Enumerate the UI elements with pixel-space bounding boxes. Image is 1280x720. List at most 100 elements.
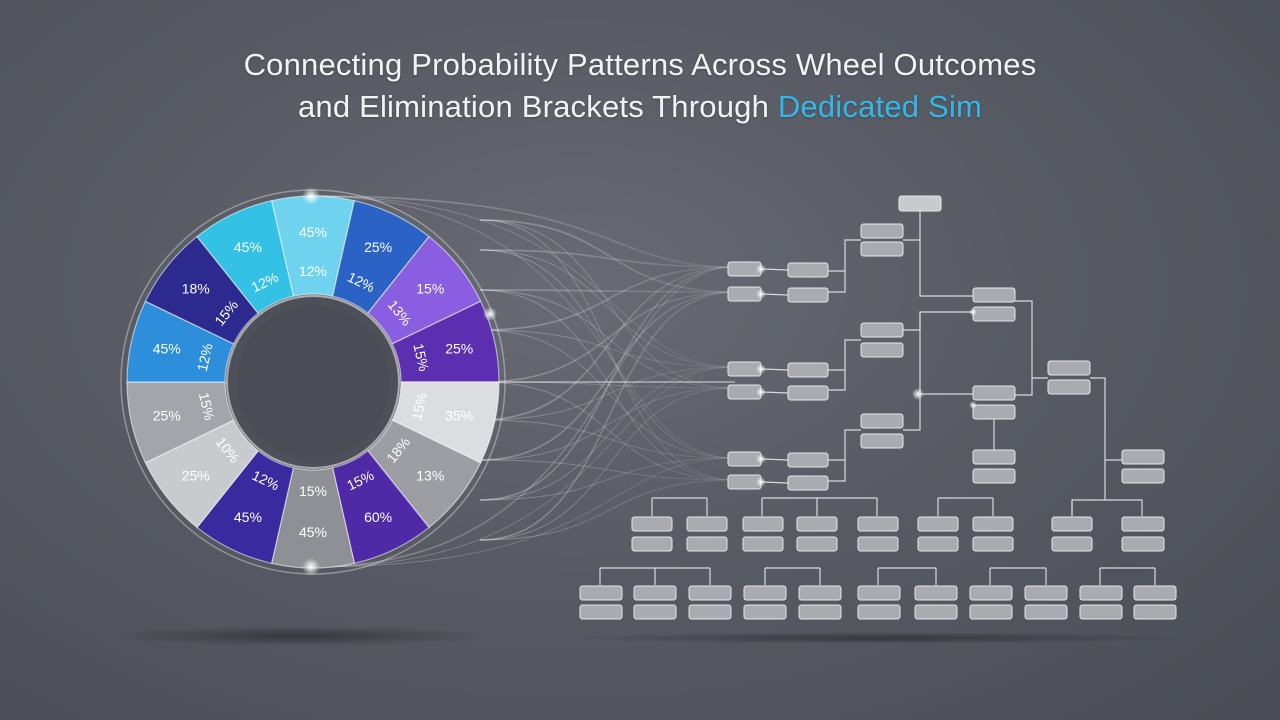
bracket-node <box>743 604 787 620</box>
bracket-node <box>972 404 1016 420</box>
flow-stream <box>479 291 736 461</box>
bracket-glow <box>756 454 766 464</box>
bracket-connector <box>828 239 861 272</box>
bracket-node <box>686 516 728 532</box>
bracket-node <box>972 287 1016 303</box>
wheel-segment <box>196 199 295 315</box>
flow-stream <box>310 195 736 368</box>
wheel-floor-shadow <box>110 626 490 646</box>
bracket-connector <box>828 370 846 391</box>
title-accent-text: Dedicated Sim <box>777 89 983 124</box>
flow-stream <box>479 366 736 501</box>
bracket-node <box>972 468 1016 484</box>
bracket-node <box>796 516 838 532</box>
flow-stream <box>310 457 736 568</box>
bracket-node <box>860 322 904 338</box>
flow-stream <box>479 387 736 461</box>
bracket-connector <box>1015 300 1048 379</box>
segment-outer-label: 13% <box>416 468 444 484</box>
elimination-bracket <box>579 195 1177 620</box>
bracket-connector <box>903 393 973 431</box>
bracket-connector <box>1090 377 1122 461</box>
flow-stream <box>479 266 736 421</box>
bracket-glow <box>756 289 766 299</box>
bracket-node <box>857 516 899 532</box>
bracket-connector <box>1071 460 1106 516</box>
bracket-node <box>1047 379 1091 395</box>
bracket-node <box>798 604 842 620</box>
diagram-title: Connecting Probability Patterns Across W… <box>0 44 1280 128</box>
bracket-node <box>860 413 904 429</box>
bracket-node <box>860 241 904 257</box>
bracket-node <box>787 262 829 278</box>
flow-stream <box>479 457 736 501</box>
flow-stream <box>479 249 736 268</box>
flow-stream <box>479 219 736 293</box>
flow-stream <box>310 195 736 459</box>
flow-stream <box>479 289 736 389</box>
segment-outer-label: 45% <box>234 509 262 525</box>
bracket-node <box>860 342 904 358</box>
flow-stream <box>310 195 736 268</box>
bracket-node <box>743 585 787 601</box>
segment-outer-label: 35% <box>445 407 473 423</box>
segment-inner-label: 15% <box>408 391 430 422</box>
segment-outer-label: 45% <box>153 341 181 357</box>
bracket-node <box>914 604 958 620</box>
bracket-node <box>857 536 899 552</box>
segment-inner-label: 15% <box>410 342 432 373</box>
bracket-connector <box>828 339 861 371</box>
segment-outer-label: 60% <box>364 509 392 525</box>
bracket-node <box>688 604 732 620</box>
bracket-node <box>1024 604 1068 620</box>
bracket-node <box>631 536 673 552</box>
bracket-node <box>1121 449 1165 465</box>
segment-outer-label: 25% <box>182 468 210 484</box>
bracket-node <box>787 475 829 491</box>
flow-stream <box>479 479 736 541</box>
flow-stream <box>479 387 736 541</box>
wheel-segments <box>126 195 500 569</box>
wheel-hub-inner <box>237 306 389 458</box>
bracket-node <box>798 585 842 601</box>
bracket-node <box>969 585 1013 601</box>
bracket-node <box>972 516 1014 532</box>
bracket-connector <box>828 460 846 482</box>
bracket-connector <box>903 211 921 241</box>
flow-stream <box>479 291 736 541</box>
bracket-node <box>860 223 904 239</box>
bracket-floor-shadow <box>570 632 1190 644</box>
flow-stream <box>479 266 736 331</box>
wheel-glow-bottom <box>302 558 320 576</box>
bracket-node <box>1051 516 1093 532</box>
bracket-glow <box>756 387 766 397</box>
bracket-node <box>1024 585 1068 601</box>
bracket-node <box>1133 604 1177 620</box>
bracket-node <box>742 516 784 532</box>
probability-wheel: 45%12%25%12%15%13%25%15%35%15%13%18%60%1… <box>120 187 506 576</box>
bracket-glow <box>912 388 924 400</box>
bracket-node <box>917 516 959 532</box>
flow-stream <box>479 329 736 368</box>
bracket-connector <box>1015 378 1033 396</box>
segment-outer-label: 45% <box>299 524 327 540</box>
bracket-node <box>686 536 728 552</box>
segment-outer-label: 18% <box>182 280 210 296</box>
bracket-node <box>1079 604 1123 620</box>
segment-inner-label: 12% <box>194 342 216 373</box>
bracket-node <box>579 585 623 601</box>
bracket-node <box>1047 360 1091 376</box>
bracket-node <box>914 585 958 601</box>
flow-stream <box>310 266 736 568</box>
bracket-connector <box>919 240 973 297</box>
bracket-node <box>1121 536 1165 552</box>
bracket-node <box>972 385 1016 401</box>
bracket-node <box>972 536 1014 552</box>
bracket-glow <box>756 264 766 274</box>
bracket-glow <box>969 308 977 316</box>
bracket-node <box>688 585 732 601</box>
bracket-node <box>787 452 829 468</box>
segment-outer-label: 15% <box>416 280 444 296</box>
flow-stream <box>479 291 736 383</box>
